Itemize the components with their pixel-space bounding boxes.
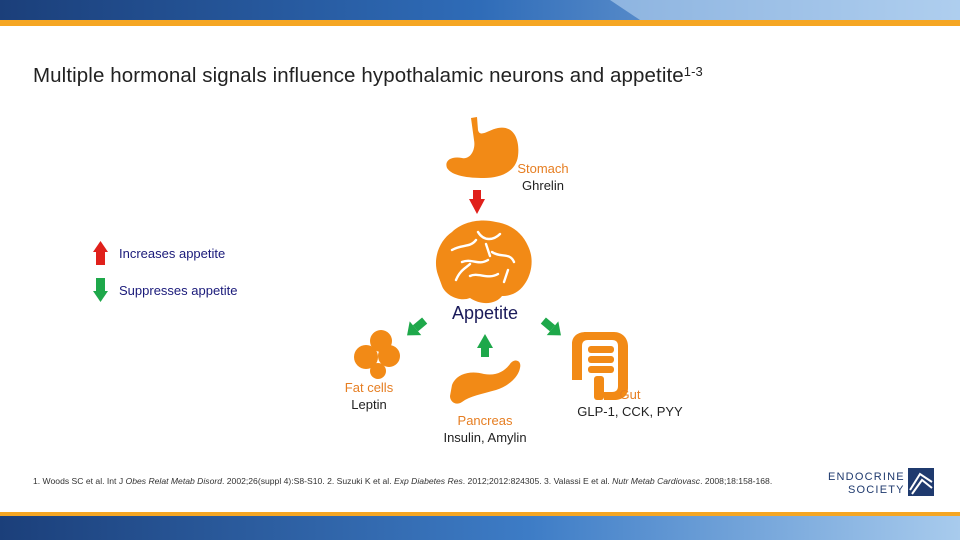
pancreas-label: Pancreas Insulin, Amylin: [425, 412, 545, 446]
endocrine-society-logo: ENDOCRINE SOCIETY: [828, 468, 934, 498]
stomach-arrow-icon: [469, 190, 485, 214]
fat-name: Fat cells: [344, 380, 394, 395]
bottom-banner: [0, 512, 960, 540]
gut-icon: [572, 332, 628, 400]
title-citation: 1-3: [683, 64, 703, 79]
legend-suppresses: Suppresses appetite: [119, 283, 238, 298]
brain-icon: [435, 220, 532, 304]
fat-label: Fat cells Leptin: [329, 379, 409, 413]
fat-cells-icon: [354, 330, 400, 379]
fat-hormone: Leptin: [351, 397, 387, 412]
arrow-down-icon: [93, 278, 108, 302]
slide-title: Multiple hormonal signals influence hypo…: [33, 64, 703, 87]
gut-hormone: GLP-1, CCK, PYY: [577, 404, 683, 419]
gut-label: Gut GLP-1, CCK, PYY: [560, 386, 700, 420]
pancreas-name: Pancreas: [457, 413, 513, 428]
legend-increases: Increases appetite: [119, 246, 226, 261]
stomach-hormone: Ghrelin: [522, 178, 564, 193]
pancreas-arrow-icon: [477, 334, 493, 357]
pancreas-icon: [450, 360, 521, 404]
logo-mark-icon: [908, 468, 934, 496]
appetite-label: Appetite: [451, 303, 519, 323]
top-banner: [0, 0, 960, 26]
references: 1. Woods SC et al. Int J Obes Relat Meta…: [33, 476, 773, 486]
arrow-up-icon: [93, 241, 108, 265]
logo-line1: ENDOCRINE: [828, 471, 905, 483]
pancreas-hormone: Insulin, Amylin: [443, 430, 527, 445]
logo-line2: SOCIETY: [848, 484, 905, 496]
gut-arrow-icon: [540, 317, 561, 336]
stomach-icon: [446, 117, 519, 178]
gut-name: Gut: [619, 387, 641, 402]
stomach-name: Stomach: [517, 161, 569, 176]
stomach-label: Stomach Ghrelin: [503, 160, 583, 194]
fat-arrow-icon: [407, 317, 428, 336]
